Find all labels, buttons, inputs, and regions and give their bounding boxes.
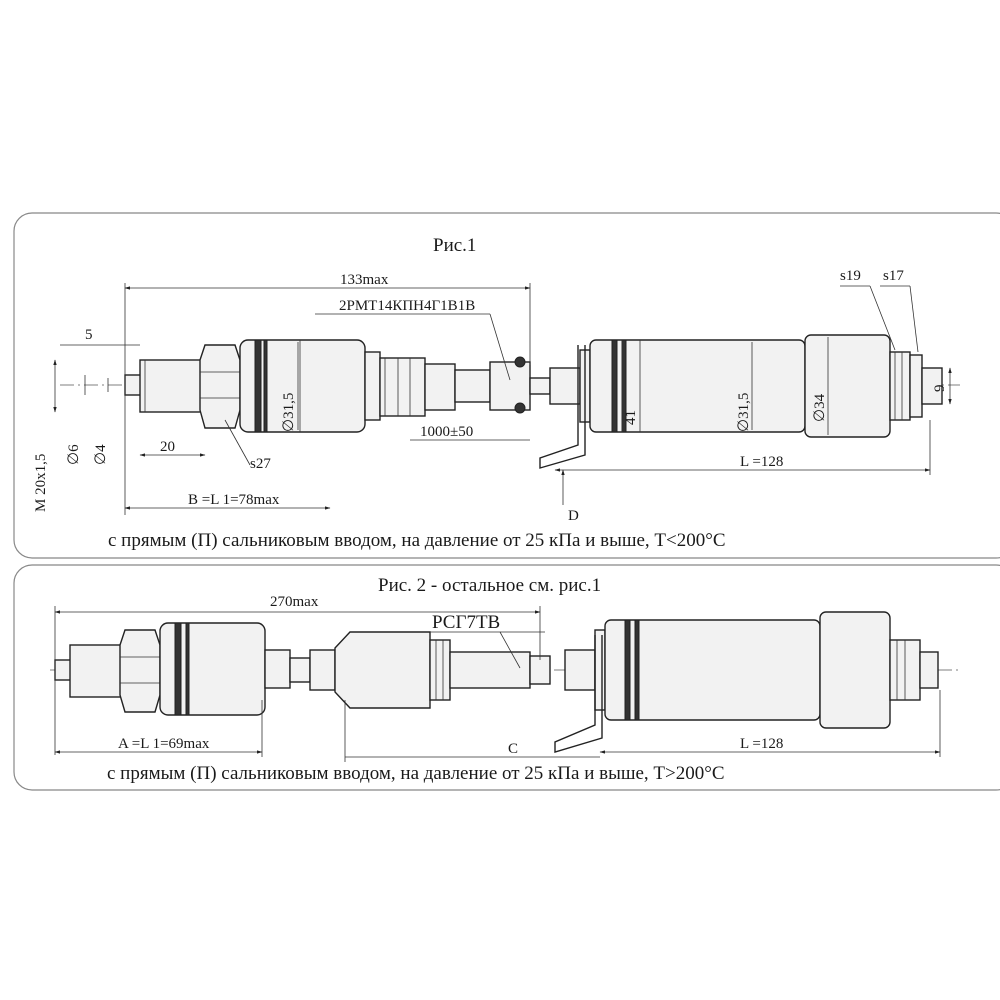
sensor-body-right-2 bbox=[554, 611, 939, 753]
figure-2-caption: с прямым (П) сальниковым вводом, на давл… bbox=[107, 763, 725, 784]
dim-s19: s19 bbox=[840, 268, 861, 284]
figure-1-panel bbox=[13, 212, 1000, 559]
dim-d4: ∅4 bbox=[93, 444, 109, 465]
label-c: C bbox=[508, 741, 518, 757]
fitting-left bbox=[124, 339, 456, 433]
connector-label-1: 2РМТ14КПН4Г1В1В bbox=[339, 298, 475, 314]
dim-270max: 270max bbox=[270, 594, 319, 610]
figure-1-title: Рис.1 bbox=[433, 235, 476, 256]
dim-9: 9 bbox=[932, 385, 948, 393]
dim-s17: s17 bbox=[883, 268, 904, 284]
dim-5: 5 bbox=[85, 327, 93, 343]
figure-2-panel bbox=[13, 564, 1000, 791]
dim-d6: ∅6 bbox=[66, 444, 82, 465]
dim-bl1: B =L 1=78max bbox=[188, 492, 280, 508]
dim-41: 41 bbox=[623, 410, 639, 425]
label-d: D bbox=[568, 508, 579, 524]
dim-d34: ∅34 bbox=[812, 393, 828, 422]
cable-connector bbox=[454, 356, 551, 414]
fitting-left-2 bbox=[54, 622, 311, 716]
dim-d31-right: ∅31,5 bbox=[736, 393, 752, 432]
sensor-body-right bbox=[539, 334, 943, 469]
dim-al1: A =L 1=69max bbox=[118, 736, 210, 752]
dim-l128-2: L =128 bbox=[740, 736, 783, 752]
dim-d31-left: ∅31,5 bbox=[281, 393, 297, 432]
dim-m20: M 20х1,5 bbox=[33, 454, 49, 512]
middle-body-2 bbox=[309, 631, 551, 709]
figure-1-caption: с прямым (П) сальниковым вводом, на давл… bbox=[108, 530, 726, 551]
dim-cable-length: 1000±50 bbox=[420, 424, 473, 440]
dim-133max: 133max bbox=[340, 272, 389, 288]
connector-label-2: РСГ7ТВ bbox=[432, 612, 500, 633]
dim-20: 20 bbox=[160, 439, 175, 455]
dim-s27: s27 bbox=[250, 456, 271, 472]
figure-2-title: Рис. 2 - остальное см. рис.1 bbox=[378, 575, 601, 596]
dim-l128-1: L =128 bbox=[740, 454, 783, 470]
